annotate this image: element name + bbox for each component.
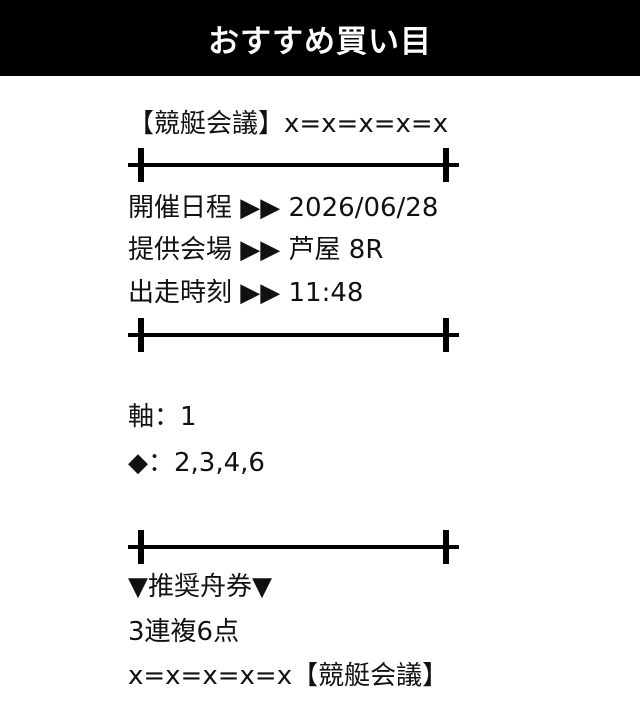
time-line: 出走時刻 ▶▶ 11:48 xyxy=(128,278,364,308)
axis-line: 軸：1 xyxy=(128,402,197,432)
footer-line: x=x=x=x=x【競艇会議】 xyxy=(128,661,449,691)
venue-line: 提供会場 ▶▶ 芦屋 8R xyxy=(128,235,384,265)
divider-top xyxy=(128,148,459,182)
ticket-line: 3連複6点 xyxy=(128,617,240,647)
date-line: 開催日程 ▶▶ 2026/06/28 xyxy=(128,193,439,223)
page-title: おすすめ買い目 xyxy=(208,23,432,60)
divider-bottom xyxy=(128,530,459,564)
prediction-card: 【競艇会議】x=x=x=x=x 開催日程 ▶▶ 2026/06/28 提供会場 … xyxy=(0,76,640,708)
recommend-heading: ▼推奨舟券▼ xyxy=(128,572,272,602)
partner-line: ◆：2,3,4,6 xyxy=(128,448,265,478)
divider-middle xyxy=(128,318,459,352)
source-line: 【競艇会議】x=x=x=x=x xyxy=(128,109,449,139)
header-bar: おすすめ買い目 xyxy=(0,0,640,76)
